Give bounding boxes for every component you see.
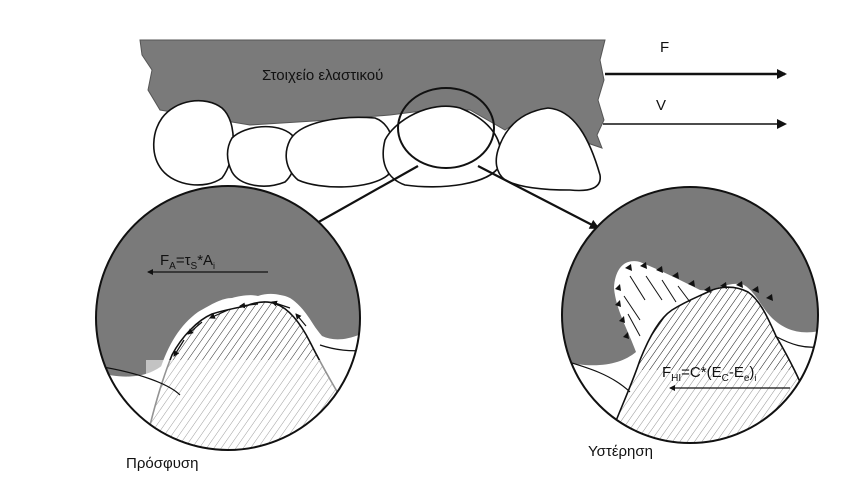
adhesion-rubber <box>96 186 360 377</box>
adhesion-caption: Πρόσφυση <box>126 455 199 472</box>
pointer-arrow-right <box>477 165 600 229</box>
force-label: F <box>660 39 669 56</box>
road-aggregate <box>152 100 601 192</box>
hysteresis-circle <box>561 186 819 444</box>
stone-1 <box>152 100 235 186</box>
tire-element: Στοιχείο ελαστικού F V <box>139 39 787 229</box>
stone-2 <box>226 125 297 187</box>
pointer-arrow-left <box>306 165 419 229</box>
deformation-lines <box>623 275 691 337</box>
adhesion-magnified-view: FA=τS*Ai Πρόσφυση <box>95 185 361 472</box>
hysteresis-caption: Υστέρηση <box>588 443 653 460</box>
stone-3 <box>285 116 395 188</box>
hysteresis-base-curve-right <box>774 335 818 348</box>
magnified-zone <box>397 87 495 169</box>
hysteresis-asperity-outline <box>604 286 813 443</box>
velocity-label: V <box>656 97 666 114</box>
adhesion-formula: FA=τS*Ai <box>160 252 215 272</box>
adhesion-circle <box>95 185 361 451</box>
tire-element-title: Στοιχείο ελαστικού <box>262 67 383 84</box>
adhesion-base-curve-right <box>319 344 360 352</box>
adhesion-contact-film <box>160 293 320 372</box>
shear-arrows <box>173 300 307 357</box>
hysteresis-rubber <box>562 187 818 366</box>
deformation-triangles <box>615 262 773 339</box>
hysteresis-formula: FHI=C*(EC-Ee)i <box>662 364 756 384</box>
hysteresis-magnified-view: FHI=C*(EC-Ee)i Υστέρηση <box>561 186 819 460</box>
rubber-block <box>139 39 606 149</box>
